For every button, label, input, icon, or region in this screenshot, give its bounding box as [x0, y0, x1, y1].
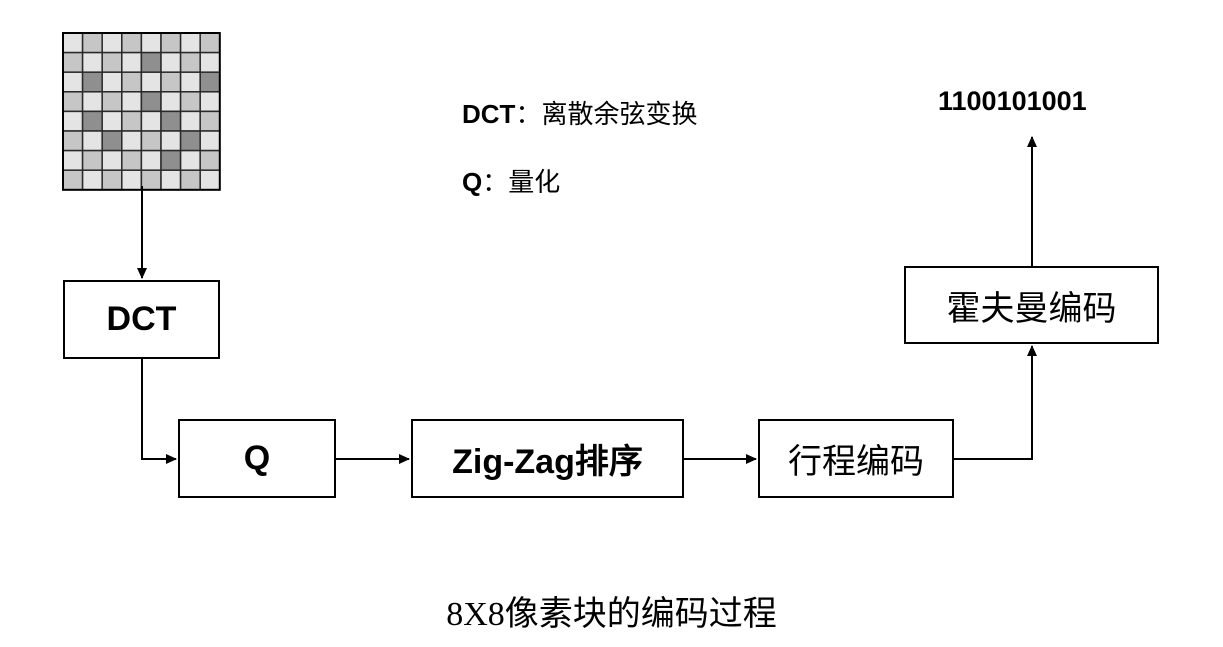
huffman-coding-box: 霍夫曼编码 — [904, 266, 1159, 344]
legend-q-sep: ： — [482, 167, 509, 197]
legend-dct-text: 离散余弦变换 — [541, 99, 698, 129]
huffman-coding-box-label: 霍夫曼编码 — [946, 289, 1117, 328]
run-length-coding-box-label: 行程编码 — [788, 443, 924, 481]
quantization-box-label: Q — [243, 439, 271, 477]
figure-caption: 8X8像素块的编码过程 — [446, 596, 777, 633]
zigzag-box: Zig-Zag排序 — [411, 419, 684, 498]
legend-dct-sep: ： — [515, 99, 542, 129]
arrow-dct-to-q — [141, 358, 177, 464]
dct-box: DCT — [63, 280, 220, 359]
legend-q-key: Q — [462, 167, 483, 197]
quantization-box: Q — [178, 419, 336, 498]
legend-dct-key: DCT — [462, 99, 516, 129]
output-bitstream: 1100101001 — [938, 86, 1087, 116]
run-length-coding-box: 行程编码 — [758, 419, 954, 498]
zigzag-box-label: Zig-Zag排序 — [452, 443, 643, 481]
arrow-rle-to-huffman — [953, 345, 1037, 460]
legend-q: Q：量化 — [462, 162, 560, 199]
legend-q-text: 量化 — [508, 167, 561, 197]
legend-dct: DCT：离散余弦变换 — [462, 94, 697, 131]
dct-box-label: DCT — [106, 300, 177, 338]
